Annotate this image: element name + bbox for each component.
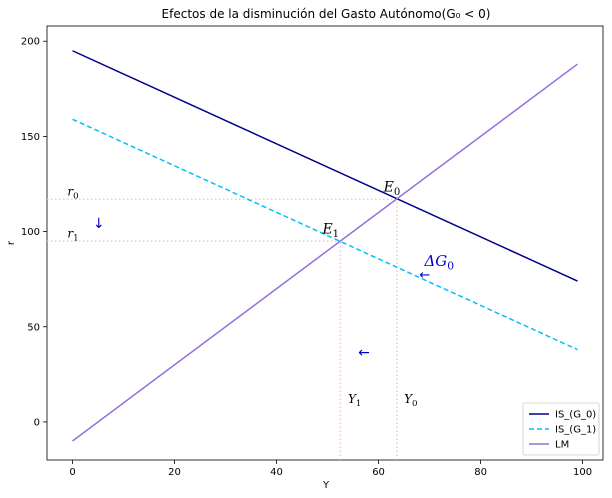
y-axis-ticks: 0 50 100 150 200: [21, 37, 47, 428]
x-axis-label: Y: [322, 480, 330, 491]
legend-box: [522, 402, 600, 456]
annotation-y0: Y0: [404, 392, 417, 409]
y-tick-label: 150: [21, 132, 40, 143]
series-line-0: [72, 50, 578, 282]
legend: IS_(G_0) IS_(G_1) LM: [522, 402, 600, 456]
series-line-1: [72, 118, 578, 351]
x-tick-label: 80: [474, 467, 487, 478]
arrow-left-y-icon: ←: [358, 345, 370, 361]
annotation-r0: r0: [67, 184, 78, 201]
x-tick-label: 60: [372, 467, 385, 478]
x-tick-label: 0: [69, 467, 75, 478]
x-axis-ticks: 0 20 40 60 80 100: [69, 460, 592, 478]
y-tick-label: 50: [27, 322, 40, 333]
arrow-left-is-icon: ←: [419, 268, 430, 283]
y-axis-label: r: [6, 240, 17, 245]
legend-label-2: LM: [555, 440, 569, 451]
annotation-dg0: ΔG0: [423, 252, 454, 273]
plot-frame: [46, 25, 604, 461]
x-tick-label: 40: [270, 467, 283, 478]
y-tick-label: 0: [34, 417, 40, 428]
guide-lines: [47, 198, 398, 460]
y-tick-label: 200: [21, 37, 40, 48]
legend-label-0: IS_(G_0): [555, 410, 596, 421]
plot-area: [46, 25, 604, 461]
series-lines: [72, 50, 578, 442]
x-tick-label: 20: [168, 467, 181, 478]
x-tick-label: 100: [573, 467, 592, 478]
legend-label-1: IS_(G_1): [555, 425, 596, 436]
series-line-2: [72, 63, 578, 442]
annotation-r1: r1: [67, 226, 78, 243]
arrow-down-icon: ↓: [93, 216, 105, 232]
annotation-e0: E0: [383, 180, 401, 199]
y-tick-label: 100: [21, 227, 40, 238]
annotation-y1: Y1: [348, 392, 361, 409]
chart-title: Efectos de la disminución del Gasto Autó…: [162, 7, 491, 21]
annotation-e1: E1: [321, 221, 339, 240]
